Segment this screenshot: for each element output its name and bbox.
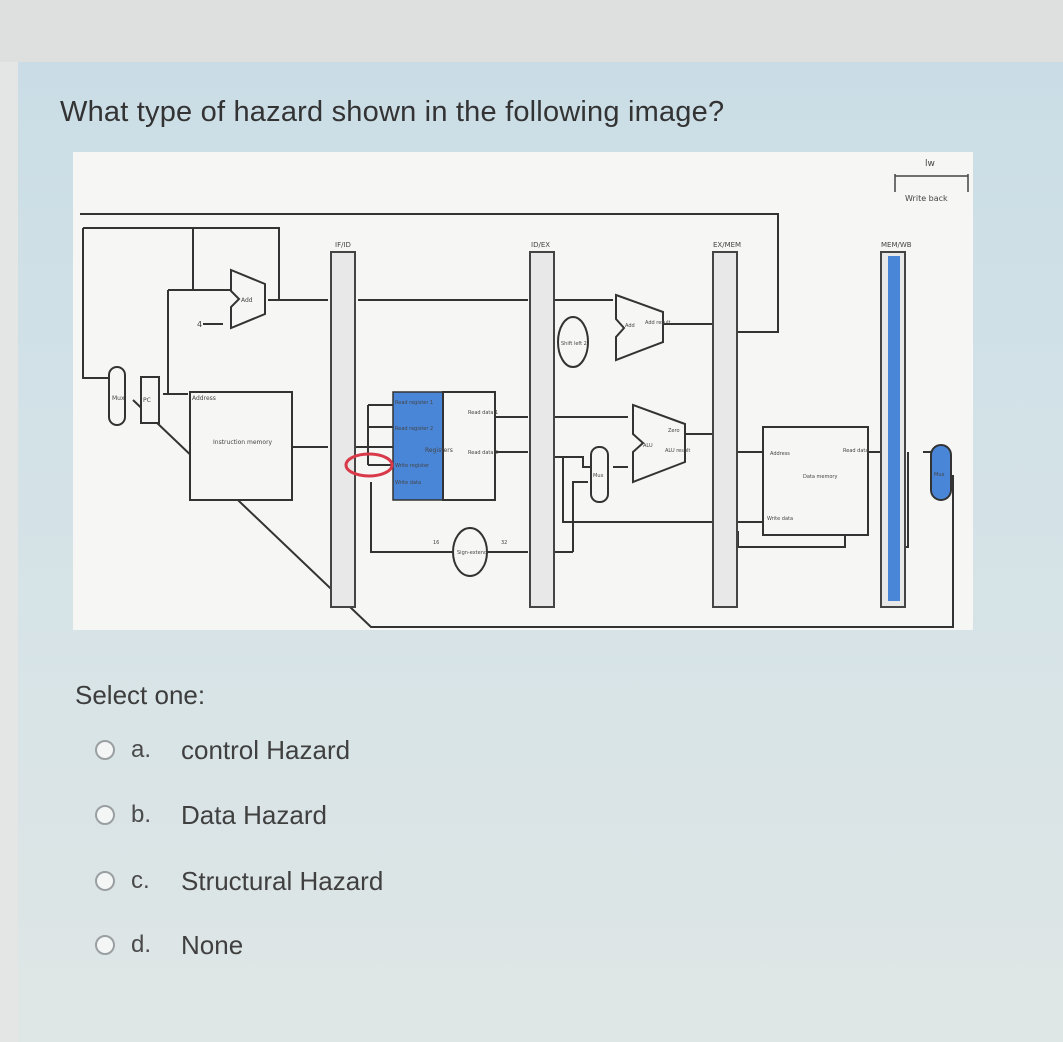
- option-a-text[interactable]: control Hazard: [181, 734, 351, 765]
- mem-wb-highlight: [888, 256, 900, 601]
- option-c-radio[interactable]: [95, 871, 115, 891]
- lw-label: lw: [925, 159, 935, 169]
- pc-adder: [230, 268, 266, 330]
- pipeline-diagram: IF/ID ID/EX EX/MEM MEM/WB lw Write back …: [73, 152, 973, 630]
- ex-mem-register: [712, 251, 738, 608]
- branch-adder: [615, 293, 664, 362]
- option-a-letter: a.: [131, 736, 152, 763]
- if-id-register: [330, 251, 356, 608]
- option-d-text[interactable]: None: [181, 929, 244, 960]
- wb-mux-label: Mux: [934, 472, 944, 478]
- thirty-two-label: 32: [501, 540, 507, 546]
- option-d-radio[interactable]: [95, 935, 115, 955]
- zero-label: Zero: [668, 428, 680, 434]
- four-label: 4: [197, 320, 202, 329]
- instruction-memory: [189, 391, 293, 501]
- pc-adder-label: Add: [241, 297, 253, 304]
- sign-extend-label: Sign-extend: [457, 550, 487, 556]
- mem-wb-label: MEM/WB: [881, 241, 912, 249]
- dm-read-data-label: Read data: [843, 448, 868, 454]
- registers-block: [442, 391, 496, 501]
- dm-address-label: Address: [770, 451, 790, 457]
- add-result-label: Add result: [645, 320, 670, 326]
- im-address-label: Address: [192, 395, 216, 402]
- id-ex-label: ID/EX: [531, 241, 550, 249]
- data-memory: [762, 426, 869, 536]
- option-a[interactable]: a. control Hazard: [95, 733, 350, 767]
- select-one-label: Select one:: [75, 680, 206, 710]
- sign-extend: [452, 527, 488, 577]
- option-c[interactable]: c. Structural Hazard: [95, 864, 383, 898]
- id-ex-register: [529, 251, 555, 608]
- option-a-radio[interactable]: [95, 740, 115, 760]
- alu-result-label: ALU result: [665, 448, 690, 454]
- option-d-letter: d.: [131, 931, 152, 958]
- hazard-highlight-circle: [344, 452, 394, 478]
- read-data-1-label: Read data 1: [468, 410, 498, 416]
- alu: [632, 403, 686, 484]
- sixteen-label: 16: [433, 540, 439, 546]
- if-id-label: IF/ID: [335, 241, 351, 249]
- option-d[interactable]: d. None: [95, 928, 243, 962]
- option-b-letter: b.: [131, 801, 152, 828]
- write-back-mux: [930, 444, 952, 501]
- top-strip: [0, 0, 1063, 62]
- write-register-label: Write register: [395, 463, 430, 469]
- branch-adder-label: Add: [625, 323, 635, 329]
- ex-mem-label: EX/MEM: [713, 241, 741, 249]
- read-register-2-label: Read register 2: [395, 426, 433, 432]
- im-label: Instruction memory: [213, 439, 273, 446]
- dm-write-data-label: Write data: [767, 516, 793, 522]
- option-c-text[interactable]: Structural Hazard: [181, 865, 384, 896]
- pc-label: PC: [143, 397, 151, 404]
- alu-mux: [590, 446, 609, 503]
- option-b-text[interactable]: Data Hazard: [181, 799, 327, 830]
- write-back-indicator: [894, 174, 969, 192]
- option-b-radio[interactable]: [95, 805, 115, 825]
- read-data-2-label: Read data 2: [468, 450, 498, 456]
- read-register-1-label: Read register 1: [395, 400, 433, 406]
- shift-left-2-label: Shift left 2: [561, 341, 587, 347]
- dm-label: Data memory: [803, 474, 837, 480]
- alu-mux-label: Mux: [593, 473, 603, 479]
- write-back-label: Write back: [905, 194, 948, 203]
- registers-input-highlight: [392, 391, 444, 501]
- write-data-label: Write data: [395, 480, 421, 486]
- registers-label: Registers: [425, 447, 453, 454]
- pipeline-diagram-svg: IF/ID ID/EX EX/MEM MEM/WB lw Write back …: [80, 159, 969, 628]
- pc-box: [140, 376, 160, 424]
- shift-left-2: [557, 316, 589, 368]
- option-c-letter: c.: [131, 867, 150, 894]
- option-b[interactable]: b. Data Hazard: [95, 798, 327, 832]
- pc-mux-label: Mux: [112, 395, 125, 402]
- question-text: What type of hazard shown in the followi…: [60, 96, 725, 128]
- pc-mux: [108, 366, 126, 426]
- alu-label: ALU: [643, 443, 653, 449]
